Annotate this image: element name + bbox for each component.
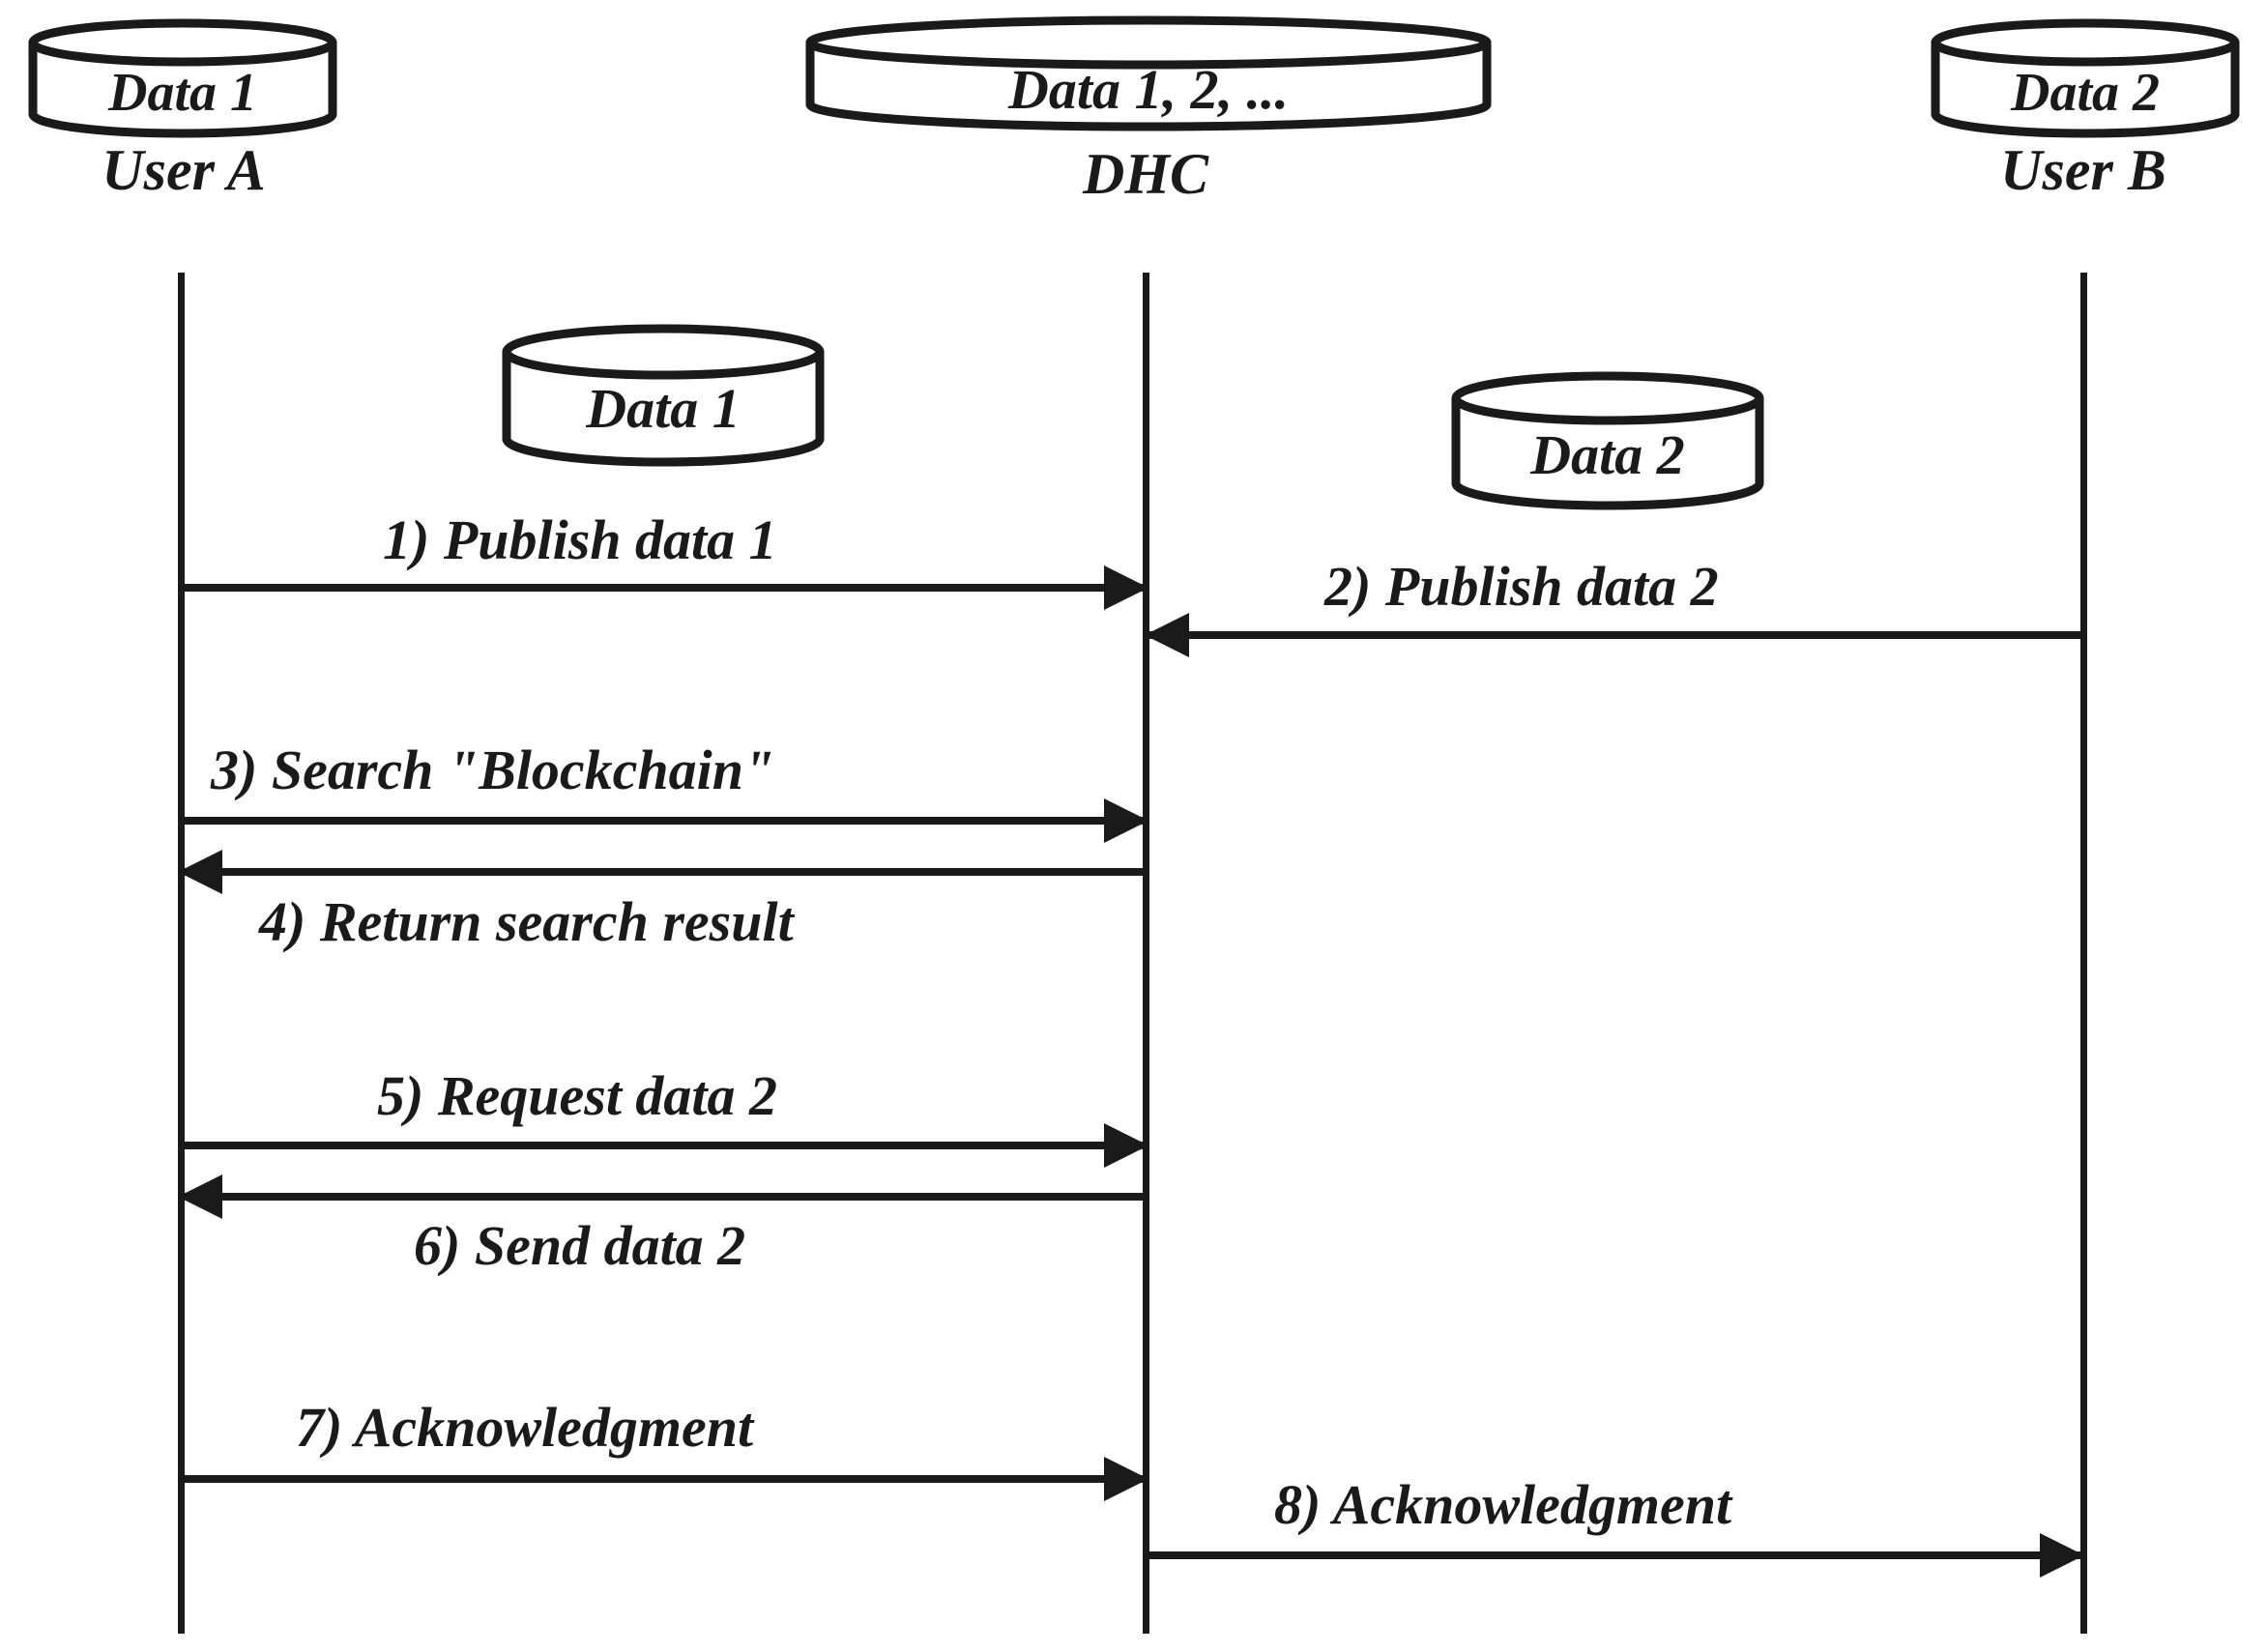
cylinder-shape-icon bbox=[28, 18, 337, 138]
datastore-user-b-label: Data 2 bbox=[2011, 63, 2160, 123]
cylinder-shape-icon bbox=[805, 15, 1492, 131]
message-2-shaft bbox=[1147, 631, 2082, 639]
message-6-shaft bbox=[180, 1193, 1147, 1201]
message-5-label: 5) Request data 2 bbox=[377, 1064, 778, 1127]
arrowhead-left-icon bbox=[1145, 613, 1189, 657]
message-2-label: 2) Publish data 2 bbox=[1324, 555, 1719, 618]
arrowhead-left-icon bbox=[178, 850, 222, 894]
lifeline-user-b bbox=[2080, 273, 2087, 1634]
arrowhead-right-icon bbox=[1104, 565, 1148, 610]
message-8-label: 8) Acknowledgment bbox=[1274, 1473, 1732, 1536]
actor-label-dhc: DHC bbox=[1082, 142, 1209, 206]
floating-datastore-data-2-label: Data 2 bbox=[1530, 423, 1685, 486]
message-4-shaft bbox=[180, 868, 1147, 876]
cylinder-shape-icon bbox=[1451, 371, 1764, 510]
message-6-label: 6) Send data 2 bbox=[414, 1214, 746, 1277]
actor-label-user-b: User B bbox=[2000, 138, 2166, 202]
message-7-label: 7) Acknowledgment bbox=[296, 1396, 754, 1459]
datastore-dhc-label: Data 1, 2, ... bbox=[1008, 58, 1289, 121]
message-3-label: 3) Search "Blockchain" bbox=[211, 739, 775, 801]
floating-datastore-data-1: Data 1 bbox=[501, 321, 826, 474]
message-4-label: 4) Return search result bbox=[259, 890, 794, 953]
datastore-user-a: Data 1 bbox=[27, 17, 338, 141]
arrowhead-right-icon bbox=[1104, 1123, 1148, 1168]
message-1-label: 1) Publish data 1 bbox=[383, 508, 777, 571]
lifeline-dhc bbox=[1143, 273, 1149, 1634]
message-1-shaft bbox=[180, 584, 1147, 592]
datastore-user-a-label: Data 1 bbox=[108, 63, 257, 123]
arrowhead-right-icon bbox=[1104, 1457, 1148, 1501]
datastore-dhc: Data 1, 2, ... bbox=[804, 15, 1493, 133]
arrowhead-right-icon bbox=[2040, 1533, 2084, 1578]
floating-datastore-data-1-label: Data 1 bbox=[586, 377, 741, 440]
floating-datastore-data-2: Data 2 bbox=[1450, 369, 1765, 516]
cylinder-shape-icon bbox=[502, 324, 825, 467]
message-3-shaft bbox=[180, 817, 1147, 825]
lifeline-user-a bbox=[178, 273, 185, 1634]
arrowhead-left-icon bbox=[178, 1174, 222, 1219]
arrowhead-right-icon bbox=[1104, 798, 1148, 843]
actor-label-user-a: User A bbox=[102, 138, 266, 202]
message-8-shaft bbox=[1147, 1551, 2082, 1559]
message-7-shaft bbox=[180, 1475, 1147, 1483]
datastore-user-b: Data 2 bbox=[1930, 17, 2241, 141]
cylinder-shape-icon bbox=[1931, 18, 2240, 138]
message-5-shaft bbox=[180, 1142, 1147, 1149]
